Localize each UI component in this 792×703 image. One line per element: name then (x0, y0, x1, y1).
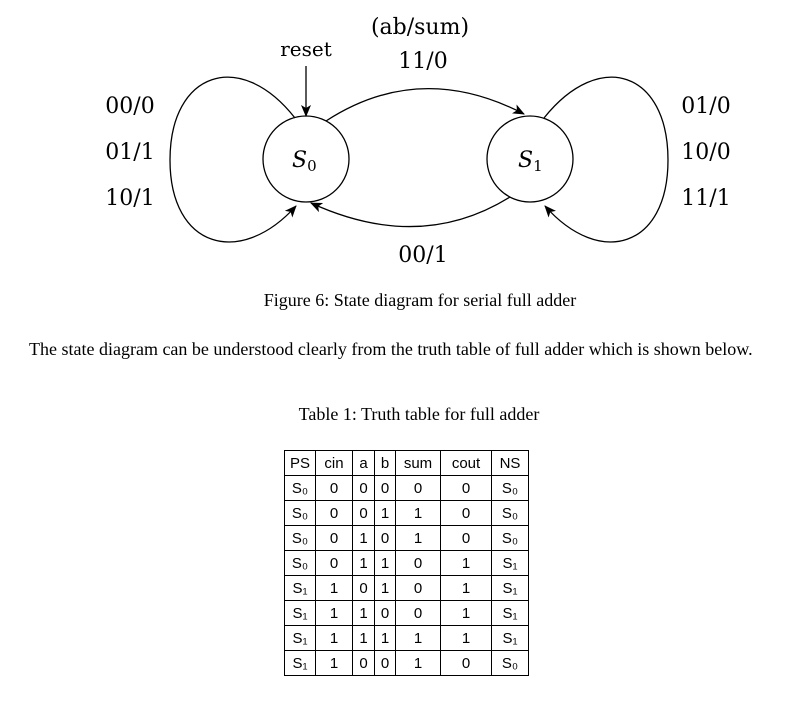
cell-cin: 0 (315, 500, 353, 526)
cell-cin: 1 (315, 625, 353, 651)
cell-b: 1 (374, 550, 396, 576)
cell-ns: S₀ (491, 650, 529, 676)
cell-ns: S₀ (491, 475, 529, 501)
cell-sum: 0 (395, 550, 441, 576)
header-ps: PS (284, 450, 316, 476)
body-paragraph: The state diagram can be understood clea… (29, 339, 753, 359)
cell-cout: 0 (440, 475, 492, 501)
header-b: b (374, 450, 396, 476)
cell-cout: 1 (440, 575, 492, 601)
cell-ns: S₁ (491, 550, 529, 576)
table-caption: Table 1: Truth table for full adder (298, 404, 540, 424)
cell-sum: 0 (395, 575, 441, 601)
cell-cin: 1 (315, 650, 353, 676)
cell-ns: S₁ (491, 625, 529, 651)
header-ns: NS (491, 450, 529, 476)
transition-label-s1-s0: 00/1 (398, 243, 447, 268)
header-a: a (352, 450, 375, 476)
self-loop-s0 (169, 76, 297, 243)
cell-b: 0 (374, 650, 396, 676)
cell-b: 1 (374, 625, 396, 651)
cell-cout: 1 (440, 550, 492, 576)
cell-sum: 1 (395, 500, 441, 526)
cell-cout: 1 (440, 600, 492, 626)
cell-ns: S₁ (491, 600, 529, 626)
table-header-row: PS cin a b sum cout NS (284, 450, 529, 476)
cell-a: 0 (352, 650, 375, 676)
transition-s0-s1 (325, 87, 525, 122)
state-s1 (486, 115, 574, 203)
state-diagram: (ab/sum) reset 11/0 S0 S1 00/1 00/0 01/1… (105, 15, 730, 268)
cell-ps: S₀ (284, 500, 316, 526)
cell-a: 1 (352, 550, 375, 576)
cell-ps: S₀ (284, 475, 316, 501)
cell-ps: S₁ (284, 625, 316, 651)
cell-a: 0 (352, 475, 375, 501)
cell-ns: S₀ (491, 525, 529, 551)
cell-sum: 0 (395, 475, 441, 501)
cell-cout: 0 (440, 500, 492, 526)
cell-sum: 1 (395, 525, 441, 551)
cell-cin: 0 (315, 550, 353, 576)
cell-ns: S₁ (491, 575, 529, 601)
cell-ps: S₁ (284, 600, 316, 626)
cell-b: 1 (374, 575, 396, 601)
loop-s0-label-2: 01/1 (105, 140, 154, 165)
cell-cin: 0 (315, 525, 353, 551)
cell-ns: S₀ (491, 500, 529, 526)
loop-s1-label-2: 10/0 (681, 140, 730, 165)
cell-b: 0 (374, 600, 396, 626)
reset-label: reset (280, 37, 332, 61)
header-cin: cin (315, 450, 353, 476)
cell-a: 1 (352, 525, 375, 551)
self-loop-s1 (543, 76, 669, 243)
cell-a: 1 (352, 600, 375, 626)
cell-cin: 0 (315, 475, 353, 501)
cell-cout: 0 (440, 650, 492, 676)
loop-s0-label-1: 00/0 (105, 94, 154, 119)
io-format-label: (ab/sum) (371, 15, 469, 40)
cell-b: 0 (374, 525, 396, 551)
transition-label-s0-s1: 11/0 (398, 49, 447, 74)
cell-sum: 1 (395, 625, 441, 651)
header-sum: sum (395, 450, 441, 476)
cell-ps: S₁ (284, 575, 316, 601)
loop-s1-label-1: 01/0 (681, 94, 730, 119)
cell-a: 0 (352, 500, 375, 526)
figure-caption: Figure 6: State diagram for serial full … (263, 290, 577, 310)
cell-b: 1 (374, 500, 396, 526)
transition-s1-s0 (310, 196, 511, 228)
cell-cout: 0 (440, 525, 492, 551)
cell-ps: S₀ (284, 525, 316, 551)
state-s0 (262, 115, 350, 203)
header-cout: cout (440, 450, 492, 476)
state-s0-label: S0 (292, 148, 317, 175)
cell-cin: 1 (315, 575, 353, 601)
loop-s1-label-3: 11/1 (681, 186, 730, 211)
cell-b: 0 (374, 475, 396, 501)
cell-sum: 0 (395, 600, 441, 626)
state-s1-label: S1 (518, 148, 543, 175)
cell-cout: 1 (440, 625, 492, 651)
cell-ps: S₀ (284, 550, 316, 576)
cell-ps: S₁ (284, 650, 316, 676)
loop-s0-label-3: 10/1 (105, 186, 154, 211)
cell-sum: 1 (395, 650, 441, 676)
cell-a: 0 (352, 575, 375, 601)
cell-cin: 1 (315, 600, 353, 626)
cell-a: 1 (352, 625, 375, 651)
